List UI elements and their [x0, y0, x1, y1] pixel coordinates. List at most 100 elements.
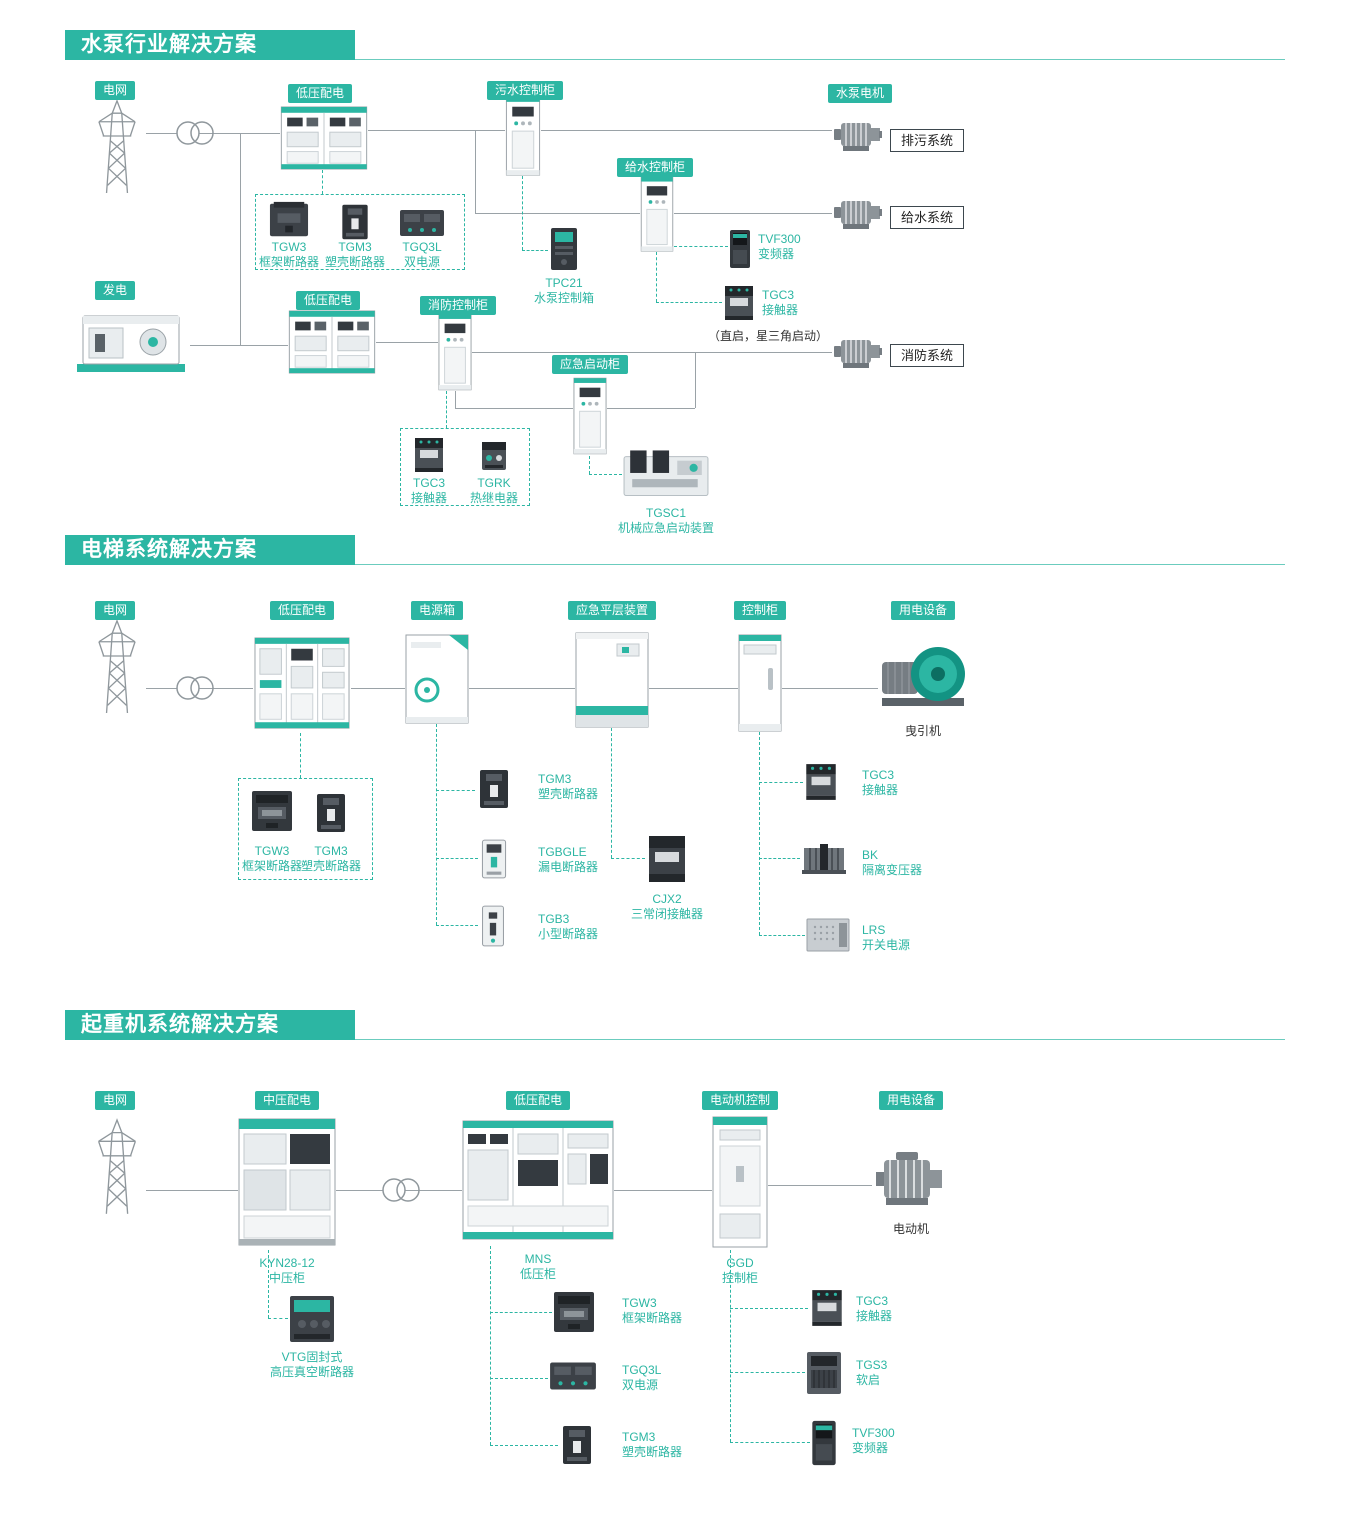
product-caption-tgbgle: TGBGLE 漏电断路器	[538, 845, 598, 875]
dashed-connector	[656, 302, 722, 303]
control-cabinet-icon	[738, 634, 782, 732]
dashed-connector	[759, 732, 760, 935]
connector	[541, 130, 832, 131]
product-name: TGW3	[254, 844, 290, 858]
dashed-connector	[611, 728, 612, 858]
product-group-box	[400, 428, 530, 506]
product-name: GGD	[726, 1256, 754, 1270]
product-name: TGW3	[271, 240, 307, 254]
node-label-grid: 电网	[95, 1091, 136, 1110]
molded-case-breaker-device-icon	[558, 1422, 596, 1468]
product-caption-tgm3: TGM3 塑壳断路器	[311, 240, 399, 270]
cabinet-caption-ggd: GGD 控制柜	[690, 1256, 790, 1286]
product-caption-tgw3: TGW3 框架断路器	[228, 844, 316, 874]
product-group-box	[255, 194, 465, 270]
product-name: TGC3	[856, 1294, 889, 1308]
dashed-connector	[436, 790, 475, 791]
product-desc: 接触器	[410, 491, 447, 505]
frame-breaker-device-icon	[267, 200, 311, 240]
product-name: TGM3	[538, 772, 572, 786]
dashed-connector	[730, 1372, 805, 1373]
dashed-connector	[611, 858, 645, 859]
product-caption-bk: BK 隔离变压器	[862, 848, 922, 878]
system-box-fire: 消防系统	[890, 344, 965, 367]
product-desc: 塑壳断路器	[538, 787, 599, 801]
section-divider	[65, 59, 1285, 60]
soft-starter-device-icon	[805, 1350, 843, 1396]
ggd-control-cabinet-icon	[712, 1116, 768, 1250]
connector	[368, 130, 505, 131]
product-name: TGQ3L	[402, 240, 442, 254]
product-caption-tgc3: TGC3 接触器	[862, 768, 898, 798]
node-label-motor-control: 电动机控制	[702, 1091, 779, 1110]
product-name: TGW3	[622, 1296, 657, 1310]
node-label-leveling-device: 应急平层装置	[568, 601, 657, 620]
product-name: TGM3	[314, 844, 348, 858]
product-name: TPC21	[545, 276, 583, 290]
dashed-connector	[730, 1308, 808, 1309]
cabinet-caption-mns: MNS 低压柜	[488, 1252, 588, 1282]
dashed-connector	[589, 456, 590, 474]
product-caption-tgq3l: TGQ3L 双电源	[622, 1363, 661, 1393]
dashed-connector	[436, 925, 478, 926]
product-name: CJX2	[652, 892, 682, 906]
connector	[376, 342, 438, 343]
product-caption-tgc3: TGC3 接触器	[856, 1294, 892, 1324]
product-name: MNS	[524, 1252, 552, 1266]
connector	[351, 688, 405, 689]
product-desc: 接触器	[856, 1309, 893, 1323]
dashed-connector	[436, 724, 437, 925]
product-name: TGC3	[412, 476, 445, 490]
product-caption-tgrk: TGRK 热继电器	[454, 476, 534, 506]
dashed-connector	[522, 250, 548, 251]
product-caption-tvf300: TVF300 变频器	[758, 232, 801, 262]
lv-switchgear-cabinet-icon	[253, 637, 351, 733]
product-caption-vtg: VTG固封式 高压真空断路器	[262, 1350, 362, 1380]
product-desc: 开关电源	[862, 938, 911, 952]
section-title-pump: 水泵行业解决方案	[65, 30, 355, 60]
product-caption-tgs3: TGS3 软启	[856, 1358, 887, 1388]
product-desc: 塑壳断路器	[622, 1445, 683, 1459]
connector	[475, 213, 640, 214]
fire-control-cabinet-icon	[438, 313, 472, 391]
dashed-connector	[656, 252, 657, 302]
node-label-grid: 电网	[95, 81, 136, 100]
product-caption-tgc3: TGC3 接触器	[762, 288, 798, 318]
generator-icon	[75, 298, 190, 378]
dashed-connector	[322, 170, 323, 194]
product-caption-tgm3: TGM3 塑壳断路器	[538, 772, 598, 802]
node-label-pump-motor: 水泵电机	[828, 84, 893, 103]
lv-switchgear-lineup-icon	[462, 1120, 614, 1246]
product-desc: 控制柜	[721, 1271, 758, 1285]
product-name: TGBGLE	[538, 845, 587, 859]
product-caption-tgb3: TGB3 小型断路器	[538, 912, 598, 942]
frame-breaker-device-icon	[250, 788, 294, 834]
product-desc: 热继电器	[469, 491, 518, 505]
node-label-sewage-cabinet: 污水控制柜	[487, 81, 564, 100]
product-desc: 接触器	[762, 303, 799, 317]
product-desc: 三常闭接触器	[630, 907, 703, 921]
product-name: TGRK	[477, 476, 511, 490]
contactor-device-icon	[803, 762, 839, 802]
vfd-device-icon	[810, 1418, 838, 1468]
product-caption-tpc21: TPC21 水泵控制箱	[514, 276, 614, 306]
product-desc: 接触器	[862, 783, 899, 797]
power-box-icon	[405, 634, 469, 724]
product-name: TVF300	[758, 232, 801, 246]
lv-switchgear-cabinet-icon	[288, 310, 376, 374]
dashed-connector	[730, 1250, 731, 1442]
connector	[455, 391, 456, 408]
transformer-icon	[172, 674, 218, 702]
rcbo-device-icon	[478, 838, 510, 880]
product-desc: 框架断路器	[241, 859, 302, 873]
start-mode-note: （直启，星三角启动）	[707, 329, 828, 343]
frame-breaker-device-icon	[552, 1288, 596, 1336]
connector	[695, 352, 696, 408]
connector	[649, 688, 738, 689]
product-desc: 隔离变压器	[862, 863, 923, 877]
product-name: LRS	[862, 923, 886, 937]
connector	[190, 345, 288, 346]
product-caption-tgw3: TGW3 框架断路器	[245, 240, 333, 270]
product-name: TGSC1	[645, 506, 686, 520]
dashed-connector	[759, 858, 800, 859]
